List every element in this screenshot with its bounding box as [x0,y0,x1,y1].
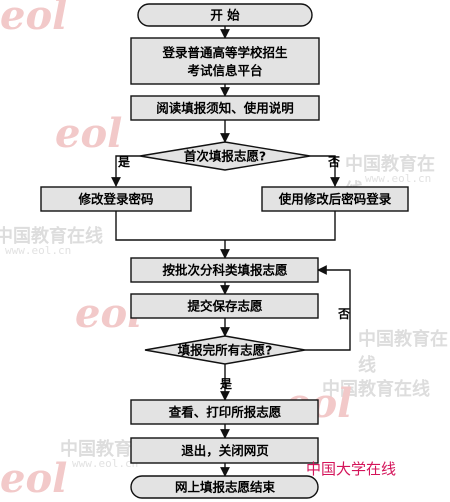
decision1-no-label: 否 [327,155,340,169]
submit-save-label: 提交保存志愿 [187,299,263,314]
change-password-label: 修改登录密码 [77,192,153,207]
read-notice-node: 阅读填报须知、使用说明 [130,95,320,121]
exit-close-label: 退出，关闭网页 [181,443,269,458]
all-done-decision: 填报完所有志愿? [144,335,306,365]
login-platform-line2: 考试信息平台 [187,63,262,78]
decision2-no-label: 否 [337,307,350,321]
decision2-yes-label: 是 [219,377,233,391]
connectors [111,26,351,477]
line-new-pwd-down [225,211,336,241]
all-done-question-label: 填报完所有志愿? [178,343,273,358]
site-credit-text: 中国大学在线 [306,460,397,478]
read-notice-label: 阅读填报须知、使用说明 [156,101,294,116]
view-print-label: 查看、打印所报志愿 [168,405,282,420]
login-new-password-node: 使用修改后密码登录 [261,186,409,212]
fill-by-batch-node: 按批次分科类填报志愿 [130,257,319,283]
exit-close-node: 退出，关闭网页 [130,437,319,464]
first-time-decision: 首次填报志愿? [139,141,311,171]
end-node: 网上填报志愿结束 [130,475,319,499]
fill-by-batch-label: 按批次分科类填报志愿 [162,263,288,278]
decision1-yes-label: 是 [117,155,131,169]
end-label: 网上填报志愿结束 [175,480,276,495]
start-node: 开 始 [137,3,313,27]
arrow-decision1-no [310,155,340,187]
start-label: 开 始 [210,8,240,23]
view-print-node: 查看、打印所报志愿 [130,399,319,425]
submit-save-node: 提交保存志愿 [130,293,319,319]
first-time-question-label: 首次填报志愿? [184,149,266,164]
arrow-decision2-no-loop [305,265,351,351]
arrow-decision1-yes [111,155,140,187]
change-password-node: 修改登录密码 [40,186,192,212]
login-platform-line1: 登录普通高等学校招生 [161,45,288,60]
login-platform-node: 登录普通高等学校招生 考试信息平台 [130,37,320,85]
line-change-pwd-down [115,211,225,241]
login-new-password-label: 使用修改后密码登录 [278,192,392,207]
